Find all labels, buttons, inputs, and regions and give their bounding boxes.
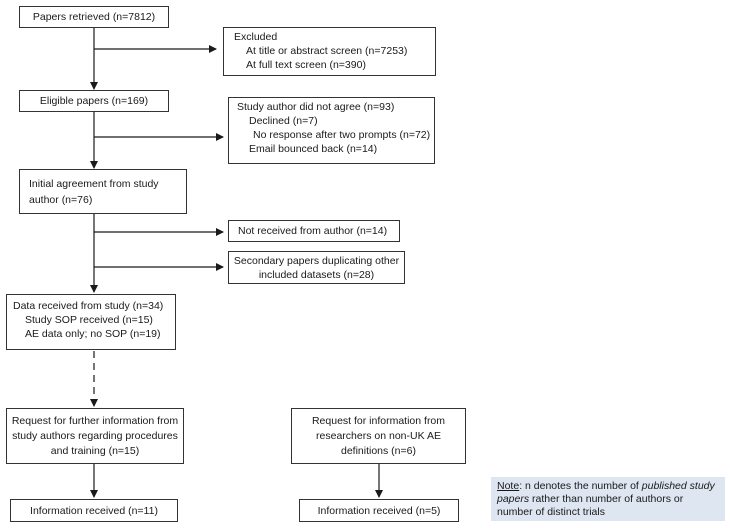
- box-initial-agreement: Initial agreement from study author (n=7…: [19, 169, 187, 214]
- box-did-not-agree: Study author did not agree (n=93) Declin…: [228, 97, 435, 164]
- did-not-agree-line-2: No response after two prompts (n=72): [253, 129, 431, 141]
- box-request-further-info: Request for further information from stu…: [6, 408, 184, 464]
- not-received-text: Not received from author (n=14): [238, 225, 388, 237]
- note-label: Note: [497, 480, 520, 492]
- did-not-agree-line-3: Email bounced back (n=14): [249, 143, 378, 155]
- box-eligible-papers: Eligible papers (n=169): [19, 90, 169, 112]
- request-further-line-3: and training (n=15): [50, 445, 140, 457]
- box-excluded: Excluded At title or abstract screen (n=…: [223, 27, 436, 76]
- footnote: Note: n denotes the number of published …: [491, 477, 725, 521]
- note-emphasis: published study papers: [497, 480, 715, 505]
- box-data-received: Data received from study (n=34) Study SO…: [6, 294, 176, 350]
- box-papers-retrieved: Papers retrieved (n=7812): [19, 6, 169, 28]
- data-received-line-2: Study SOP received (n=15): [25, 314, 153, 326]
- excluded-title: Excluded: [234, 31, 278, 43]
- request-info-line-2: researchers on non-UK AE: [316, 430, 441, 442]
- box-info-received-right: Information received (n=5): [299, 499, 459, 522]
- did-not-agree-title: Study author did not agree (n=93): [237, 101, 395, 113]
- secondary-line-2: included datasets (n=28): [258, 269, 375, 281]
- box-not-received: Not received from author (n=14): [228, 220, 400, 242]
- initial-agreement-line-1: Initial agreement from study: [29, 178, 159, 190]
- request-info-line-3: definitions (n=6): [340, 445, 416, 457]
- info-received-left-text: Information received (n=11): [30, 505, 158, 517]
- initial-agreement-line-2: author (n=76): [29, 194, 93, 206]
- request-further-line-1: Request for further information from: [11, 415, 179, 427]
- data-received-line-1: Data received from study (n=34): [13, 300, 164, 312]
- excluded-line-2: At full text screen (n=390): [246, 59, 366, 71]
- info-received-right-text: Information received (n=5): [317, 505, 441, 517]
- box-request-info-researchers: Request for information from researchers…: [291, 408, 466, 464]
- eligible-papers-text: Eligible papers (n=169): [39, 95, 149, 107]
- secondary-line-1: Secondary papers duplicating other: [233, 255, 400, 267]
- note-text-2: rather than number of authors or number …: [497, 493, 684, 518]
- papers-retrieved-text: Papers retrieved (n=7812): [32, 11, 156, 23]
- request-further-line-2: study authors regarding procedures: [12, 430, 178, 442]
- note-text-1: : n denotes the number of: [519, 480, 642, 492]
- excluded-line-1: At title or abstract screen (n=7253): [246, 45, 408, 57]
- box-secondary-papers: Secondary papers duplicating other inclu…: [228, 251, 405, 284]
- did-not-agree-line-1: Declined (n=7): [249, 115, 318, 127]
- data-received-line-3: AE data only; no SOP (n=19): [25, 328, 161, 340]
- request-info-line-1: Request for information from: [311, 415, 446, 427]
- box-info-received-left: Information received (n=11): [10, 499, 178, 522]
